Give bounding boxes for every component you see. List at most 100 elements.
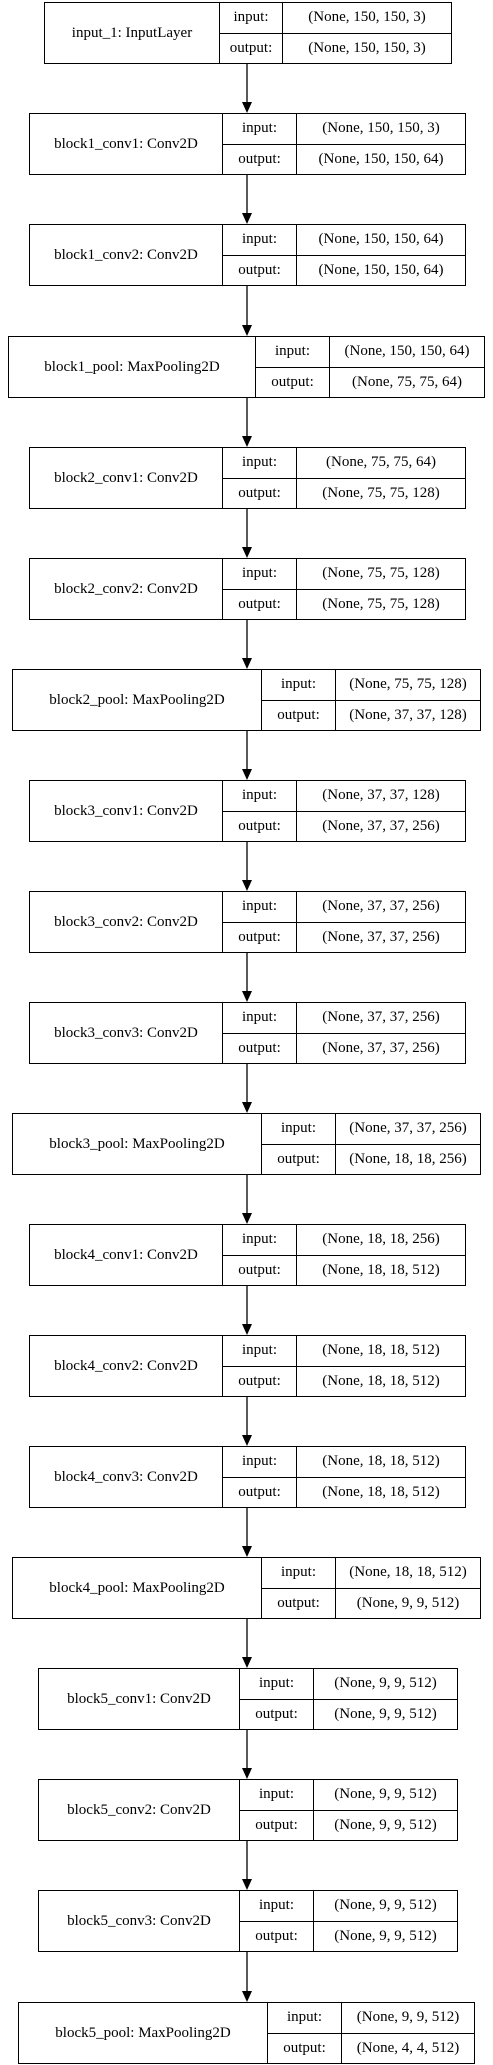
output-label: output: — [223, 588, 296, 620]
arrowhead-icon — [242, 325, 252, 336]
input-label: input: — [241, 1342, 277, 1359]
output-shape: (None, 37, 37, 256) — [297, 810, 465, 842]
io-label-column: input: output: — [223, 1447, 297, 1507]
layer-name: block3_conv3: Conv2D — [30, 1003, 223, 1063]
arrowhead-icon — [242, 880, 252, 891]
input-label: input: — [241, 1009, 277, 1026]
layer-name: block3_conv1: Conv2D — [30, 781, 223, 841]
arrowhead-icon — [242, 436, 252, 447]
io-label-column: input:output: — [240, 1891, 314, 1951]
input-shape: (None, 150, 150, 3) — [308, 9, 426, 26]
output-label: output: — [240, 1698, 313, 1730]
input-shape: (None, 75, 75, 128) — [349, 676, 467, 693]
layer-name: block3_conv2: Conv2D — [30, 892, 223, 952]
input-label: input: — [241, 787, 277, 804]
arrowhead-icon — [242, 1879, 252, 1890]
output-shape: (None, 18, 18, 512) — [297, 1254, 465, 1286]
input-shape: (None, 9, 9, 512) — [334, 1675, 437, 1692]
layer-node: block2_conv1: Conv2D input: output:(None, … — [29, 447, 466, 509]
output-shape: (None, 37, 37, 256) — [297, 921, 465, 953]
output-label: output: — [240, 1920, 313, 1952]
shape-column: (None, 9, 9, 512) (None, 9, 9, 512) — [314, 1780, 457, 1840]
layer-name: block1_conv2: Conv2D — [30, 225, 223, 285]
layer-name: block2_conv1: Conv2D — [30, 448, 223, 508]
io-label-column: input:output: — [223, 781, 297, 841]
shape-column: (None, 18, 18, 512) (None, 18, 18, 512) — [297, 1447, 465, 1507]
output-label: output: — [223, 143, 296, 175]
input-shape: (None, 18, 18, 512) — [349, 1564, 467, 1581]
input-shape: (None, 18, 18, 512) — [322, 1453, 440, 1470]
input-shape: (None, 18, 18, 512) — [322, 1342, 440, 1359]
input-label: input: — [241, 1231, 277, 1248]
io-label-column: input: output: — [223, 1003, 297, 1063]
layer-name: block1_pool: MaxPooling2D — [9, 337, 256, 397]
io-label-column: input:output: — [220, 3, 283, 63]
arrowhead-icon — [242, 1546, 252, 1557]
shape-column: (None, 37, 37, 256)(None, 37, 37, 256) — [297, 892, 465, 952]
output-shape: (None, 9, 9, 512) — [314, 1698, 457, 1730]
io-label-column: input: output: — [223, 559, 297, 619]
input-shape: (None, 150, 150, 3) — [322, 120, 440, 137]
input-shape: (None, 9, 9, 512) — [334, 1897, 437, 1914]
arrowhead-icon — [242, 769, 252, 780]
output-shape: (None, 37, 37, 128) — [336, 699, 480, 731]
shape-column: (None, 9, 9, 512) (None, 9, 9, 512) — [314, 1891, 457, 1951]
shape-column: (None, 75, 75, 64)(None, 75, 75, 128) — [297, 448, 465, 508]
input-shape: (None, 9, 9, 512) — [334, 1786, 437, 1803]
input-shape: (None, 18, 18, 256) — [322, 1231, 440, 1248]
arrowhead-icon — [242, 102, 252, 113]
io-label-column: input: output: — [223, 1225, 297, 1285]
arrowhead-icon — [242, 1213, 252, 1224]
shape-column: (None, 37, 37, 128) (None, 37, 37, 256) — [297, 781, 465, 841]
input-label: input: — [233, 9, 269, 26]
shape-column: (None, 18, 18, 512)(None, 9, 9, 512) — [336, 1558, 480, 1618]
shape-column: (None, 150, 150, 64)(None, 150, 150, 64) — [297, 225, 465, 285]
output-label: output: — [256, 366, 329, 398]
arrowhead-icon — [242, 1435, 252, 1446]
input-shape: (None, 75, 75, 128) — [322, 565, 440, 582]
io-label-column: input:output: — [240, 1780, 314, 1840]
shape-column: (None, 9, 9, 512)(None, 4, 4, 512) — [342, 2003, 474, 2063]
shape-column: (None, 75, 75, 128)(None, 75, 75, 128) — [297, 559, 465, 619]
input-shape: (None, 150, 150, 64) — [344, 343, 470, 360]
output-shape: (None, 9, 9, 512) — [314, 1809, 457, 1841]
layer-name: block1_conv1: Conv2D — [30, 114, 223, 174]
output-label: output: — [262, 1143, 335, 1175]
input-label: input: — [241, 565, 277, 582]
layer-name: block5_conv2: Conv2D — [39, 1780, 240, 1840]
output-shape: (None, 150, 150, 64) — [297, 254, 465, 286]
shape-column: (None, 75, 75, 128) (None, 37, 37, 128) — [336, 670, 480, 730]
output-label: output: — [223, 477, 296, 509]
output-label: output: — [223, 1254, 296, 1286]
output-label: output: — [240, 1809, 313, 1841]
input-label: input: — [258, 1675, 294, 1692]
output-shape: (None, 9, 9, 512) — [314, 1920, 457, 1952]
output-label: output: — [223, 1032, 296, 1064]
shape-column: (None, 150, 150, 64)(None, 75, 75, 64) — [330, 337, 484, 397]
layer-name: input_1: InputLayer — [45, 3, 220, 63]
layer-name: block2_conv2: Conv2D — [30, 559, 223, 619]
output-shape: (None, 150, 150, 3) — [283, 32, 451, 64]
input-label: input: — [286, 2009, 322, 2026]
arrowhead-icon — [242, 658, 252, 669]
output-shape: (None, 18, 18, 512) — [297, 1476, 465, 1508]
input-shape: (None, 37, 37, 128) — [322, 787, 440, 804]
arrowhead-icon — [242, 1657, 252, 1668]
io-label-column: input:output: — [268, 2003, 342, 2063]
output-label: output: — [223, 1476, 296, 1508]
shape-column: (None, 18, 18, 256) (None, 18, 18, 512) — [297, 1225, 465, 1285]
input-label: input: — [241, 454, 277, 471]
input-label: input: — [241, 1453, 277, 1470]
